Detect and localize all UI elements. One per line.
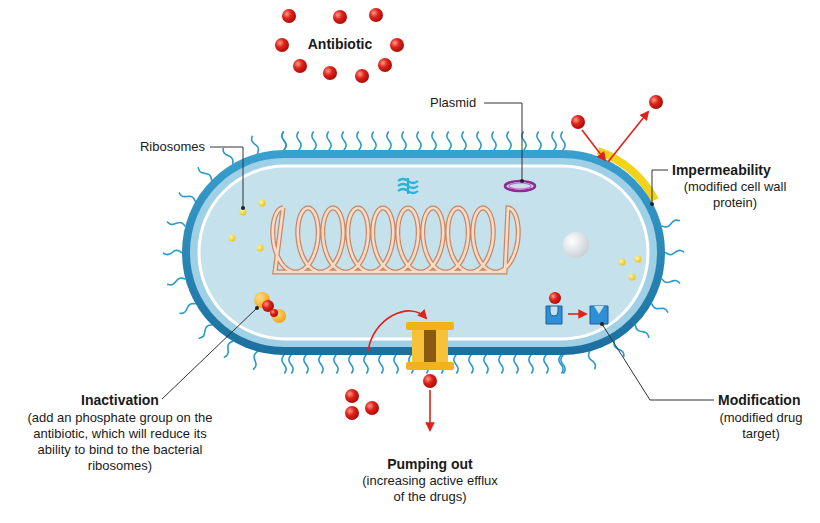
drug-target	[546, 306, 562, 324]
pilus	[614, 341, 624, 356]
pilus	[198, 168, 211, 180]
part-label: Plasmid	[430, 95, 490, 111]
pilus	[364, 355, 368, 373]
pilus	[349, 355, 353, 373]
pilus	[589, 352, 596, 369]
pilus	[282, 132, 286, 150]
mrna-symbol	[398, 178, 418, 194]
pilus	[180, 304, 195, 314]
part-label: Ribosomes	[115, 139, 205, 155]
pilus	[289, 355, 293, 373]
mechanism-note: (add an phosphate group on the antibioti…	[22, 410, 218, 474]
pilus	[469, 355, 473, 373]
pilus	[372, 132, 376, 150]
pilus	[544, 355, 548, 373]
storage-granule	[563, 232, 589, 258]
pilus	[417, 132, 421, 150]
pilus	[447, 132, 451, 150]
pilus	[179, 193, 195, 201]
pilus	[635, 325, 648, 337]
pilus	[224, 341, 232, 357]
pilus	[462, 132, 466, 150]
antibiotic-dot	[423, 374, 437, 388]
mechanism-note: (increasing active efflux of the drugs)	[358, 473, 502, 505]
pilus	[327, 132, 331, 150]
cell-wall	[182, 150, 665, 355]
cell-membrane	[190, 158, 657, 347]
pilus	[312, 132, 316, 150]
pilus	[282, 132, 286, 150]
pilus	[477, 132, 481, 150]
pilus	[319, 355, 323, 373]
mechanism-label: Impermeability	[672, 162, 812, 178]
modified-target	[590, 306, 608, 324]
modified-target-notch	[594, 306, 604, 314]
mechanism-label: Inactivation	[20, 392, 220, 408]
pilus	[297, 132, 301, 150]
modified-wall-patch	[598, 151, 655, 200]
pilus	[529, 355, 533, 373]
pilus	[199, 325, 211, 338]
title-label: Antibiotic	[290, 36, 390, 52]
leader-dots	[241, 179, 654, 326]
pilus	[552, 132, 556, 150]
pilus	[252, 136, 259, 153]
leader-lines	[162, 103, 714, 400]
pilus	[304, 355, 308, 373]
pilus	[167, 222, 185, 226]
pilus	[454, 355, 458, 373]
pilus	[484, 355, 488, 373]
pilus	[561, 132, 565, 150]
pilus	[507, 132, 511, 150]
pilus	[253, 352, 257, 370]
pilus	[492, 132, 496, 150]
pilus	[561, 355, 565, 373]
chromosome-strand	[273, 208, 518, 272]
pilus	[402, 132, 406, 150]
pilus	[379, 355, 383, 373]
pilus	[537, 132, 541, 150]
ribosome-dots	[229, 200, 642, 281]
pilus	[662, 279, 680, 283]
pilus	[514, 355, 518, 373]
cytoplasm	[199, 166, 648, 339]
antibiotic-dot	[549, 292, 561, 304]
pilus	[652, 304, 668, 312]
pilus	[334, 355, 338, 373]
pilus	[357, 132, 361, 150]
plasmid-ring	[505, 181, 535, 191]
efflux-arrow	[429, 390, 431, 430]
plasmid-ring	[509, 183, 531, 189]
efflux-pump	[406, 322, 454, 370]
pili	[164, 132, 684, 373]
antibiotic-dots	[275, 8, 663, 420]
blocked-arrow	[582, 130, 605, 160]
pilus	[223, 148, 233, 163]
pilus	[342, 132, 346, 150]
mechanism-note: (modified drug target)	[714, 410, 808, 442]
pilus	[522, 132, 526, 150]
change-arrow	[568, 313, 586, 315]
pilus	[499, 355, 503, 373]
pilus	[666, 250, 684, 254]
efflux-arrow	[368, 311, 426, 352]
pilus	[432, 132, 436, 150]
pilus	[168, 278, 185, 285]
mechanism-label: Modification	[718, 392, 818, 408]
pilus	[282, 355, 286, 373]
chromosome	[273, 208, 518, 272]
repelled-arrow	[608, 112, 648, 162]
pilus	[662, 220, 679, 227]
chromosome-outline	[273, 208, 518, 272]
pilus	[387, 132, 391, 150]
mechanism-note: (modified cell wall protein)	[680, 179, 790, 211]
antibiotic-dot	[270, 309, 278, 317]
pilus	[394, 355, 398, 373]
mechanism-label: Pumping out	[340, 456, 520, 472]
pilus	[164, 250, 182, 254]
